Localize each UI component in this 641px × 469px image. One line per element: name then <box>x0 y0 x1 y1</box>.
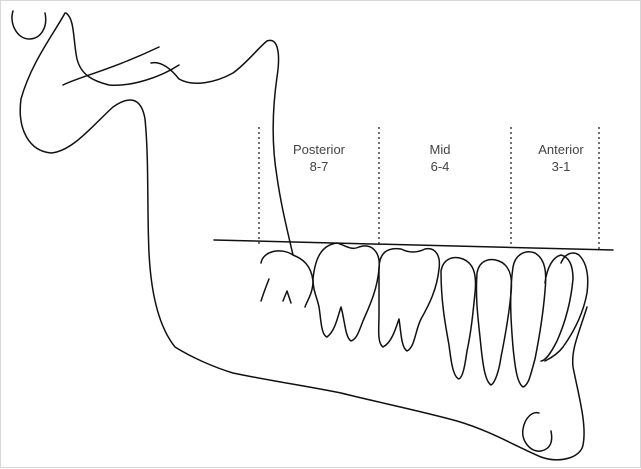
tooth-posterior-2 <box>313 243 379 341</box>
tooth-posterior-1-root-mark <box>283 291 291 303</box>
tooth-mid-2 <box>441 258 476 380</box>
coronoid-process-outline <box>66 13 179 85</box>
tooth-posterior-1-root <box>261 279 269 301</box>
region-name-posterior: Posterior <box>279 141 359 158</box>
condyle-outline <box>12 11 46 39</box>
tooth-anterior-1 <box>511 252 546 387</box>
tooth-mid-1 <box>379 249 440 351</box>
region-teeth-posterior: 8-7 <box>279 158 359 175</box>
region-teeth-mid: 6-4 <box>405 158 475 175</box>
region-label-posterior: Posterior 8-7 <box>279 141 359 175</box>
mandible-outline <box>20 13 587 460</box>
region-name-anterior: Anterior <box>525 141 597 158</box>
tooth-anterior-3 <box>545 253 588 361</box>
region-label-mid: Mid 6-4 <box>405 141 475 175</box>
region-name-mid: Mid <box>405 141 475 158</box>
region-label-anterior: Anterior 3-1 <box>525 141 597 175</box>
occlusal-plane-line <box>214 240 613 250</box>
symphysis-loop <box>523 413 552 452</box>
ramus-front-edge <box>151 40 293 255</box>
region-teeth-anterior: 3-1 <box>525 158 597 175</box>
articular-line <box>63 47 159 85</box>
tooth-mid-3 <box>476 260 511 386</box>
